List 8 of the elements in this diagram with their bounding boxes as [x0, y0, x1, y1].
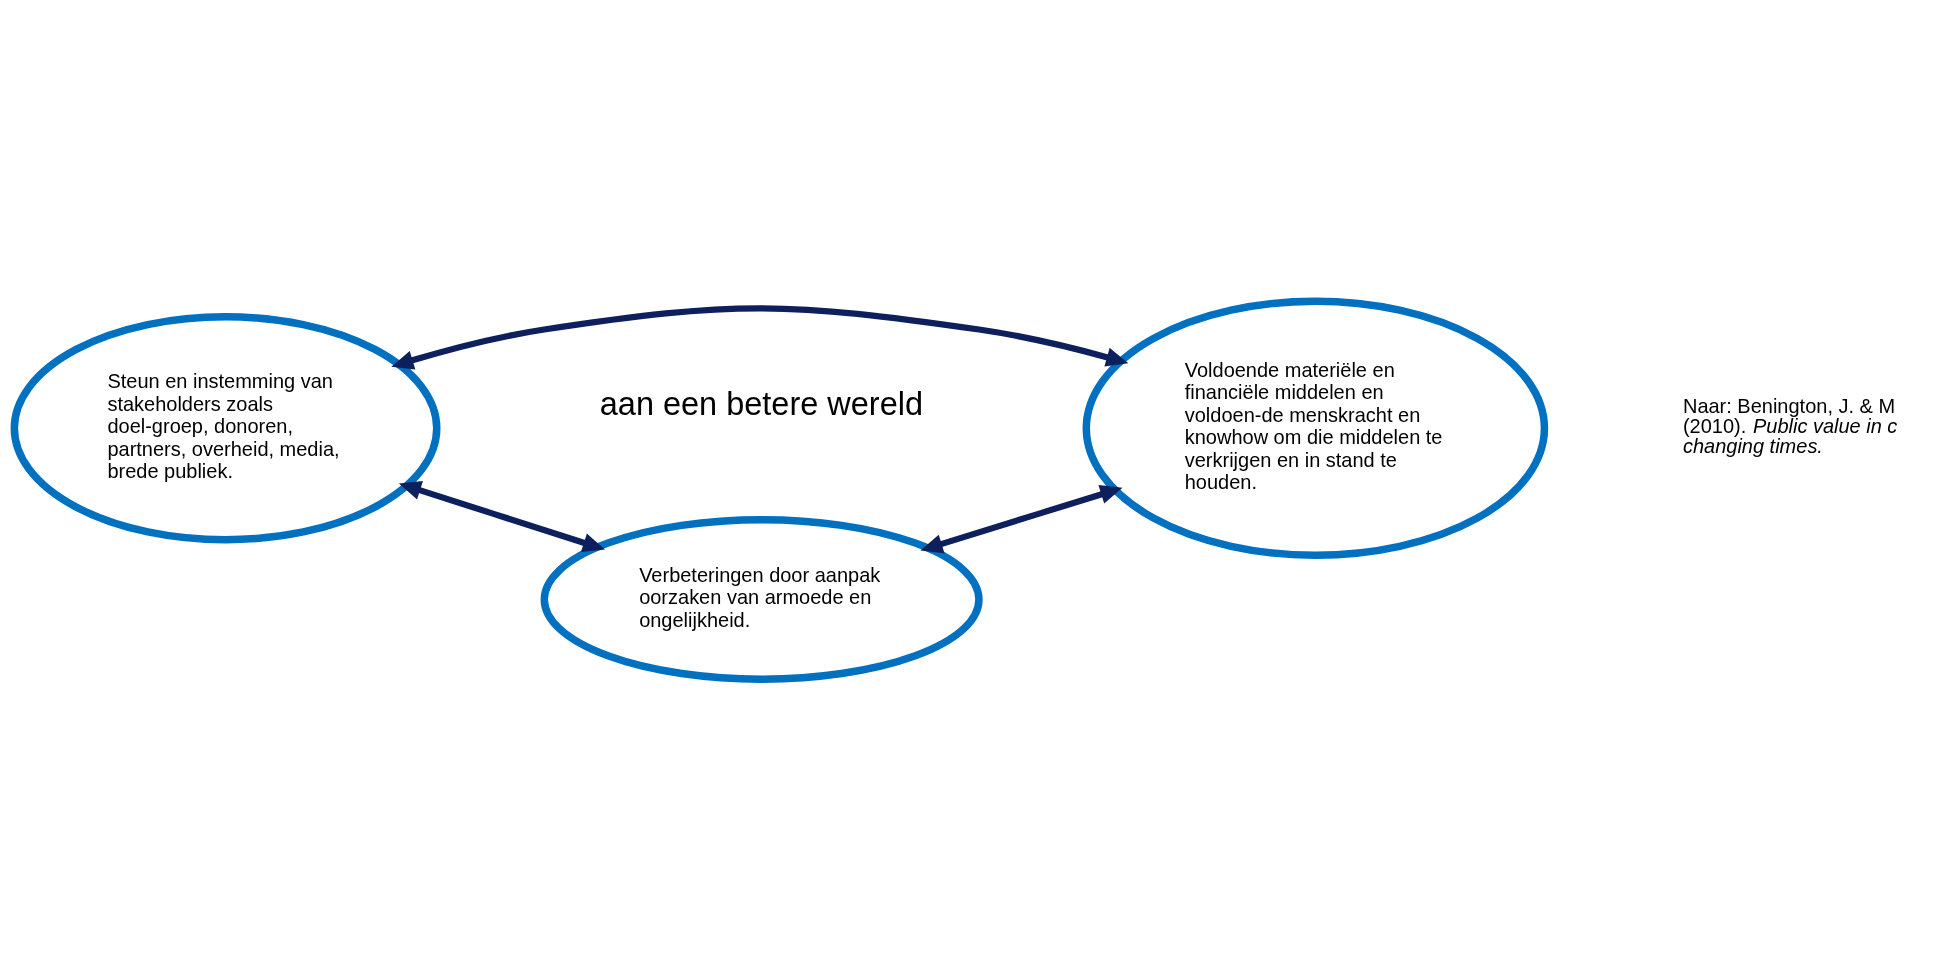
- node-ellipse: Verbeteringen door aanpak oorzaken van armoede en ongelijkheid.: [540, 516, 983, 683]
- label: Naar: Benington, J. & M (2010). Public value in c changing times.: [1682, 395, 1898, 457]
- node-ellipse: Steun en instemming van stakeholders zoals doel-groep, donoren, partners, overheid, media, brede publiek.: [10, 313, 441, 544]
- arrow: [391, 305, 1129, 370]
- label: aan een betere wereld: [599, 385, 924, 422]
- node-ellipse: Voldoende materiële en financiële middelen en voldoen-de menskracht en knowhow om die middelen te verkrijgen en in stand te houden.: [1082, 297, 1549, 560]
- arrow: [398, 481, 606, 553]
- arrow: [920, 485, 1123, 554]
